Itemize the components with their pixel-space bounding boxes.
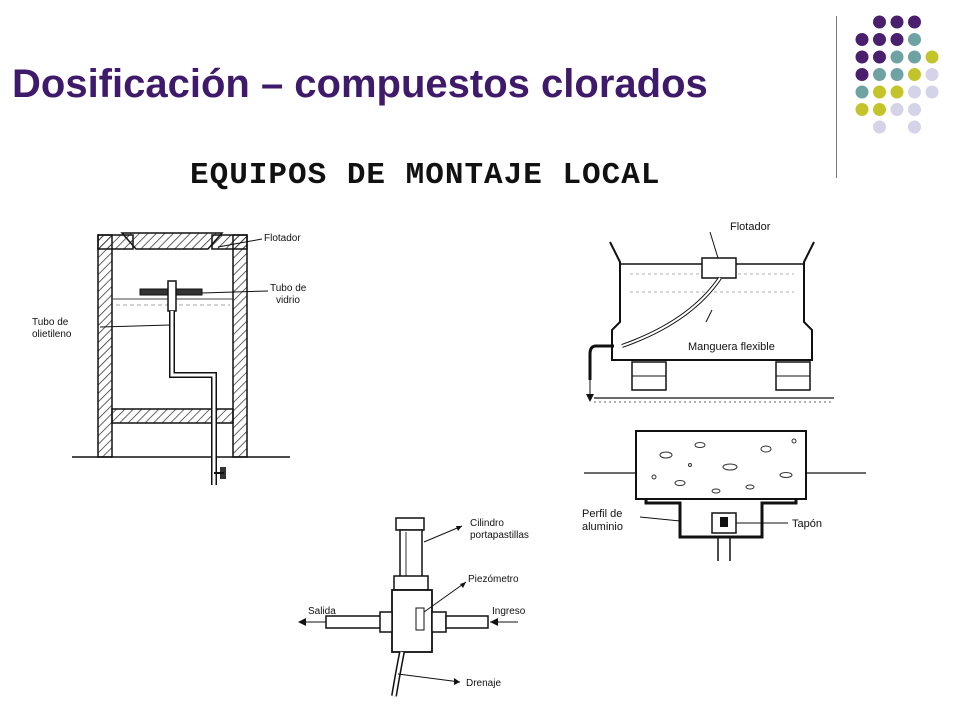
decorative-dot [908, 15, 921, 29]
decorative-dot [890, 103, 904, 116]
decorative-dot [873, 120, 886, 134]
label-drenaje: Drenaje [466, 678, 501, 689]
label-tapon: Tapón [792, 518, 822, 530]
decorative-dot [925, 68, 939, 81]
decorative-dot [908, 68, 921, 81]
label-cilindro: Cilindro [470, 518, 504, 529]
decorative-dot [873, 68, 886, 81]
flexible-hose-tank-diagram: Flotador Manguera flexible [586, 221, 834, 403]
divider-line [836, 16, 837, 178]
decorative-dot [890, 68, 904, 81]
decorative-dot [890, 33, 904, 46]
decorative-dot [855, 68, 869, 81]
decorative-dot [890, 85, 904, 99]
decorative-dot-grid [855, 15, 939, 134]
decorative-dot [873, 15, 886, 29]
decorative-dot [925, 85, 939, 99]
decorative-dot [908, 33, 921, 46]
label-tubo-polietileno-2: olietileno [32, 329, 72, 340]
decorative-dot [925, 50, 939, 64]
decorative-dot [890, 50, 904, 64]
label-piezometro: Piezómetro [468, 574, 519, 585]
label-flotador-2: Flotador [730, 221, 771, 233]
decorative-dot [873, 85, 886, 99]
label-cilindro-2: portapastillas [470, 530, 529, 541]
decorative-dot [908, 85, 921, 99]
aluminium-profile-diagram: Perfil de aluminio Tapón [582, 430, 866, 561]
decorative-dot [908, 120, 921, 134]
slide-subtitle: EQUIPOS DE MONTAJE LOCAL [190, 158, 661, 193]
tablet-feeder-diagram: Cilindro portapastillas Piezómetro Salid… [298, 517, 529, 697]
decorative-dot [873, 103, 886, 116]
decorative-dot [855, 33, 869, 46]
label-ingreso: Ingreso [492, 606, 526, 617]
decorative-dot [890, 15, 904, 29]
decorative-dot [855, 85, 869, 99]
decorative-dot [873, 50, 886, 64]
float-tank-diagram: Flotador Tubo de vidrio Tubo de olietile… [32, 232, 307, 485]
label-tubo-polietileno: Tubo de [32, 317, 69, 328]
decorative-dot [855, 103, 869, 116]
label-flotador: Flotador [264, 233, 301, 244]
label-perfil-2: aluminio [582, 521, 623, 533]
label-tubo-vidrio-2: vidrio [276, 295, 300, 306]
slide-title: Dosificación – compuestos clorados [12, 62, 708, 106]
decorative-dot [873, 33, 886, 46]
decorative-dot [908, 50, 921, 64]
decorative-dot [855, 50, 869, 64]
label-tubo-vidrio: Tubo de [270, 283, 307, 294]
label-perfil: Perfil de [582, 508, 622, 520]
label-salida: Salida [308, 606, 336, 617]
decorative-dot [908, 103, 921, 116]
label-manguera: Manguera flexible [688, 341, 775, 353]
